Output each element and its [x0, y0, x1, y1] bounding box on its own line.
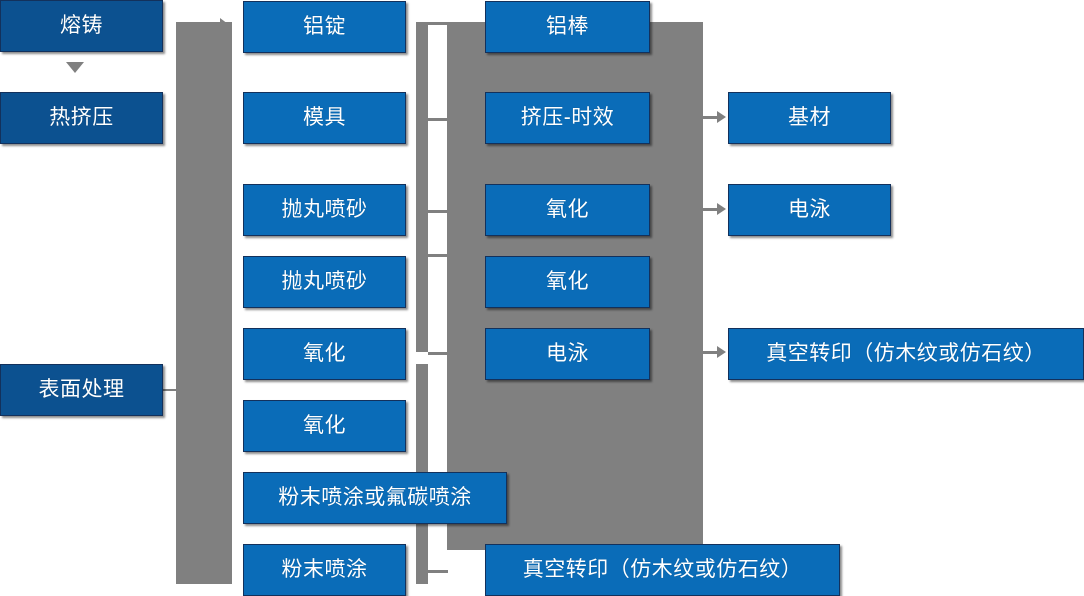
process-box-die[interactable]: 模具	[243, 92, 406, 144]
process-label-oxidation-1: 氧化	[303, 342, 346, 366]
output-box-vacuum-transfer-print[interactable]: 真空转印（仿木纹或仿石纹）	[728, 328, 1084, 380]
connector-bar-mid-upper	[416, 22, 428, 352]
output-label-vacuum-transfer-print: 真空转印（仿木纹或仿石纹）	[766, 342, 1046, 366]
connector-line-surface-treatment	[163, 389, 193, 391]
arrow-icon-to-powder-or-fluorocarbon	[220, 489, 232, 507]
output-box-electrophoresis[interactable]: 电泳	[728, 184, 891, 236]
process-box-powder-or-fluorocarbon[interactable]: 粉末喷涂或氟碳喷涂	[243, 472, 507, 524]
arrow-icon-to-vacuum-transfer-output	[703, 346, 728, 358]
process-label-shot-blasting-2: 抛丸喷砂	[281, 270, 368, 294]
arrow-icon-to-shot-blasting-1	[220, 201, 232, 219]
process-box-shot-blasting-2[interactable]: 抛丸喷砂	[243, 256, 406, 308]
process-box-oxidation-2[interactable]: 氧化	[243, 400, 406, 452]
process-label-op-oxidation-2: 氧化	[546, 270, 589, 294]
output-label-electrophoresis: 电泳	[788, 198, 831, 222]
stage-box-hot-extrusion[interactable]: 热挤压	[0, 92, 163, 144]
arrow-icon-to-oxidation-2	[220, 417, 232, 435]
arrow-icon-to-electrophoresis-output	[703, 203, 728, 215]
connector-tick-electrophoresis	[428, 352, 448, 355]
arrow-icon-to-oxidation-1	[220, 345, 232, 363]
stage-box-surface-treatment[interactable]: 表面处理	[0, 364, 163, 416]
process-box-op-electrophoresis[interactable]: 电泳	[485, 328, 650, 380]
process-box-shot-blasting-1[interactable]: 抛丸喷砂	[243, 184, 406, 236]
process-label-op-electrophoresis: 电泳	[546, 342, 589, 366]
process-box-op-vacuum-transfer-print[interactable]: 真空转印（仿木纹或仿石纹）	[485, 544, 840, 596]
output-box-substrate[interactable]: 基材	[728, 92, 891, 144]
stage-label-surface-treatment: 表面处理	[38, 378, 125, 402]
connector-tick-oxidation-1	[428, 210, 448, 213]
process-label-aluminum-ingot: 铝锭	[303, 15, 346, 39]
process-box-op-oxidation-1[interactable]: 氧化	[485, 184, 650, 236]
stage-box-melting-casting[interactable]: 熔铸	[0, 0, 163, 52]
process-label-die: 模具	[303, 106, 346, 130]
process-box-extrusion-aging[interactable]: 挤压-时效	[485, 92, 650, 144]
process-box-oxidation-1[interactable]: 氧化	[243, 328, 406, 380]
arrow-icon-to-substrate	[703, 111, 728, 123]
connector-tick-aluminum-bar	[428, 22, 448, 25]
process-box-op-oxidation-2[interactable]: 氧化	[485, 256, 650, 308]
process-label-powder-or-fluorocarbon: 粉末喷涂或氟碳喷涂	[278, 486, 472, 510]
connector-tick-vacuum-transfer	[428, 570, 448, 573]
connector-tick-extrusion-aging	[428, 118, 448, 121]
process-label-op-vacuum-transfer-print: 真空转印（仿木纹或仿石纹）	[522, 558, 803, 582]
output-label-substrate: 基材	[788, 106, 831, 130]
stage-label-melting-casting: 熔铸	[60, 14, 103, 38]
arrow-down-icon-melting	[66, 62, 84, 73]
process-box-aluminum-bar[interactable]: 铝棒	[485, 1, 650, 53]
process-label-shot-blasting-1: 抛丸喷砂	[281, 198, 368, 222]
process-box-aluminum-ingot[interactable]: 铝锭	[243, 1, 406, 53]
process-label-op-oxidation-1: 氧化	[546, 198, 589, 222]
connector-tick-oxidation-2	[428, 254, 448, 257]
process-box-powder-coating[interactable]: 粉末喷涂	[243, 544, 406, 596]
stage-label-hot-extrusion: 热挤压	[49, 106, 114, 130]
arrow-icon-to-shot-blasting-2	[220, 273, 232, 291]
process-label-oxidation-2: 氧化	[303, 414, 346, 438]
arrow-icon-to-die	[220, 109, 232, 127]
process-label-powder-coating: 粉末喷涂	[281, 558, 368, 582]
process-label-extrusion-aging: 挤压-时效	[520, 106, 615, 130]
arrow-icon-to-aluminum-ingot	[220, 18, 232, 36]
arrow-icon-to-powder-coating	[220, 561, 232, 579]
process-label-aluminum-bar: 铝棒	[546, 15, 589, 39]
